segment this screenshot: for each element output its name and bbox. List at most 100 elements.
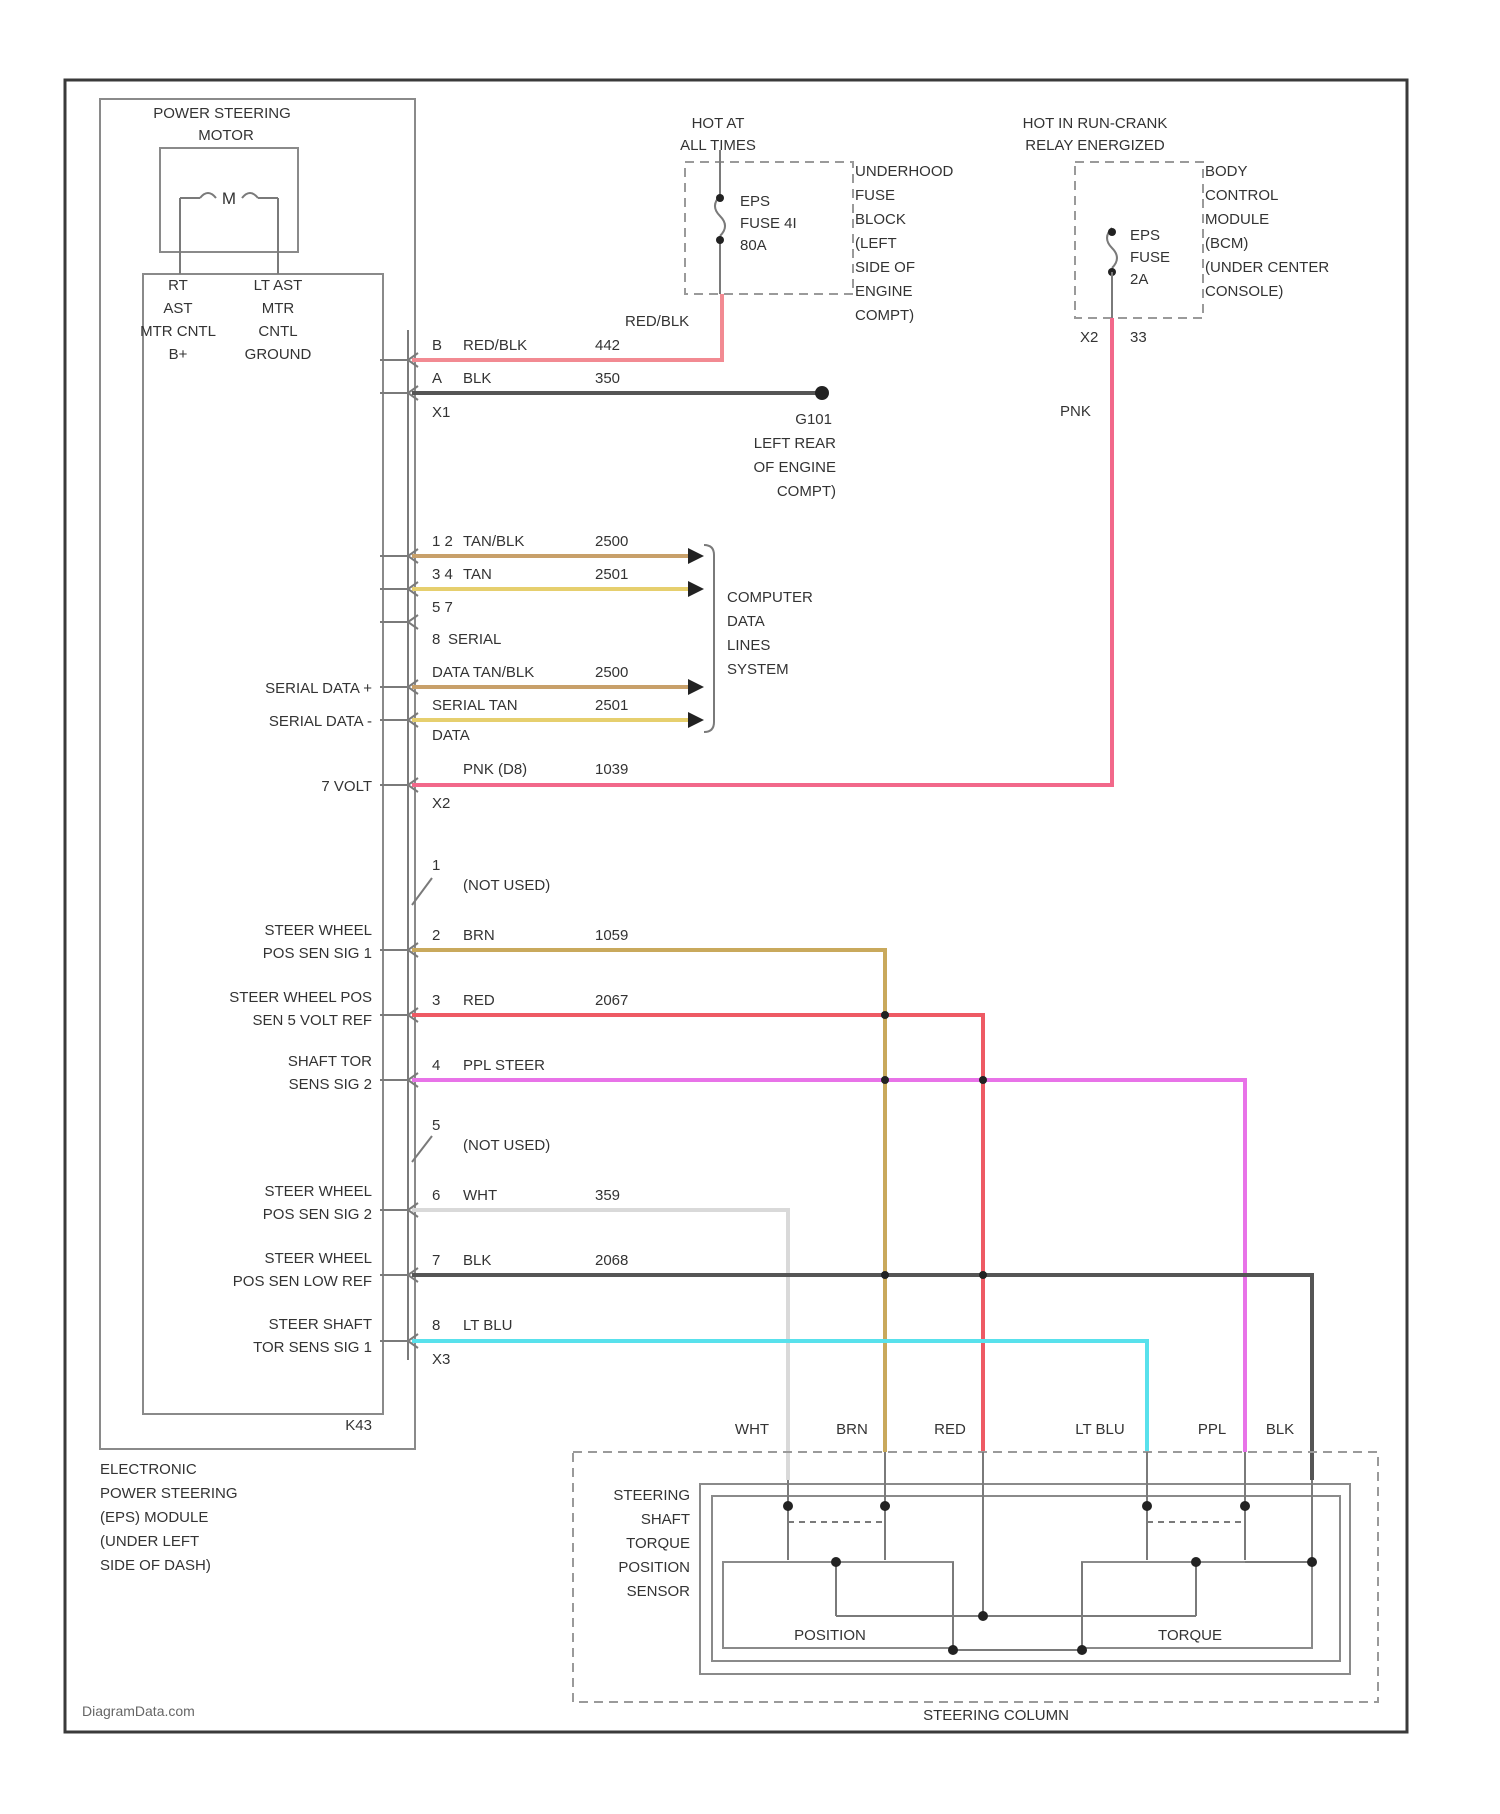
sensor-pin-5-color: (NOT USED) (463, 1137, 550, 1154)
fuse-left-location-line-6: ENGINE (855, 283, 913, 300)
module-caption-line-4: (UNDER LEFT (100, 1533, 199, 1550)
sensor-pin-3-color: RED (463, 992, 495, 1009)
rt-label-line-4: B+ (169, 346, 188, 363)
pin-a-circuit: 350 (595, 370, 620, 387)
fuse-left-location-line-4: (LEFT (855, 235, 897, 252)
sensor-pin-6-circuit: 359 (595, 1187, 620, 1204)
data-pin-5-color: DATA TAN/BLK (432, 664, 534, 681)
fuse-right-pin-x2: X2 (1080, 329, 1098, 346)
module-caption-line-2: POWER STEERING (100, 1485, 238, 1502)
sensor-label-line-1: STEERING (613, 1487, 690, 1504)
fuse-right-location-line-6: CONSOLE) (1205, 283, 1283, 300)
connector-x1-label: X1 (432, 404, 450, 421)
sensor-pin-6-pin: 6 (432, 1187, 440, 1204)
sensor-pin-6-left-1: STEER WHEEL (264, 1183, 372, 1200)
sensor-pin-8-color: LT BLU (463, 1317, 512, 1334)
sensor-pin-4-pin: 4 (432, 1057, 440, 1074)
fuse-right-group: HOT IN RUN-CRANK RELAY ENERGIZED EPS FUS… (1023, 115, 1330, 420)
volt-circuit: 1039 (595, 761, 628, 778)
fuse-right-location-line-1: BODY (1205, 163, 1248, 180)
sensor-label-line-3: TORQUE (626, 1535, 690, 1552)
bottom-wire-red: RED (934, 1421, 966, 1438)
steering-column-box (573, 1452, 1378, 1702)
motor-title-line-1: POWER STEERING (153, 105, 291, 122)
ground-location-line-2: OF ENGINE (753, 459, 836, 476)
data-pin-2-circuit: 2501 (595, 566, 628, 583)
rt-label-line-2: AST (163, 300, 192, 317)
data-arrow-4-icon (688, 712, 704, 728)
fuse-right-location-line-3: MODULE (1205, 211, 1269, 228)
fuse-right-hot-line-2: RELAY ENERGIZED (1025, 137, 1165, 154)
bottom-wire-wht: WHT (735, 1421, 769, 1438)
data-lines-label-line-1: COMPUTER (727, 589, 813, 606)
fuse-left-location-line-7: COMPT) (855, 307, 914, 324)
sensor-pin-2-left-1: STEER WHEEL (264, 922, 372, 939)
sensor-pin-2-pin: 2 (432, 927, 440, 944)
sensor-pin-7-pin: 7 (432, 1252, 440, 1269)
lt-label-line-3: CNTL (258, 323, 297, 340)
data-lines-label-line-3: LINES (727, 637, 770, 654)
fuse-left-hot-line-1: HOT AT (692, 115, 745, 132)
rt-label-line-1: RT (168, 277, 188, 294)
fuse-left-hot-line-2: ALL TIMES (680, 137, 756, 154)
fuse-right-wire-color: PNK (1060, 403, 1091, 420)
fuse-left-location-line-2: FUSE (855, 187, 895, 204)
volt-color: PNK (D8) (463, 761, 527, 778)
bottom-wire-brn: BRN (836, 1421, 868, 1438)
bottom-wire-ppl: PPL (1198, 1421, 1226, 1438)
sensor-pin-7-circuit: 2068 (595, 1252, 628, 1269)
data-pin-1-color: TAN/BLK (463, 533, 524, 550)
fuse-right-location-line-4: (BCM) (1205, 235, 1248, 252)
connector-pin-markers (380, 353, 418, 1348)
sensor-outer-box (700, 1484, 1350, 1674)
sensor-pin-3-left-2: SEN 5 VOLT REF (253, 1012, 372, 1029)
sensor-pin-8-left-2: TOR SENS SIG 1 (253, 1339, 372, 1356)
sensor-pin-2-circuit: 1059 (595, 927, 628, 944)
data-bracket (704, 545, 714, 732)
fuse-right-pin-33: 33 (1130, 329, 1147, 346)
data-pin-2-pin: 3 4 (432, 566, 453, 583)
fuse-right-label-line-1: EPS (1130, 227, 1160, 244)
data-pin-1-pin: 1 2 (432, 533, 453, 550)
module-caption-line-1: ELECTRONIC (100, 1461, 197, 1478)
fuse-right-hot-line-1: HOT IN RUN-CRANK (1023, 115, 1168, 132)
ground-g101-icon (815, 386, 829, 400)
sensor-label-line-4: POSITION (618, 1559, 690, 1576)
sensor-pin-4-left-2: SENS SIG 2 (289, 1076, 372, 1093)
rt-label-line-3: MTR CNTL (140, 323, 216, 340)
data-pin-1-circuit: 2500 (595, 533, 628, 550)
eps-module-inner-box (143, 274, 383, 1414)
data-pin-4-color: SERIAL (448, 631, 501, 648)
watermark: DiagramData.com (82, 1703, 195, 1719)
wire-lt-blu (412, 1341, 1147, 1452)
position-label: POSITION (794, 1627, 866, 1644)
data-pin-7-color: DATA (432, 727, 470, 744)
sensor-pin-2-color: BRN (463, 927, 495, 944)
wire-wht-359 (412, 1210, 788, 1480)
sensor-pin-8-pin: 8 (432, 1317, 440, 1334)
fuse-right-label-line-3: 2A (1130, 271, 1148, 288)
module-caption-line-5: SIDE OF DASH) (100, 1557, 211, 1574)
fuse-left-location-line-5: SIDE OF (855, 259, 915, 276)
fuse-left-wire-color: RED/BLK (625, 313, 689, 330)
sensor-pin-4-color: PPL STEER (463, 1057, 545, 1074)
motor-symbol-label: M (222, 189, 236, 208)
bottom-wire-lt-blu: LT BLU (1075, 1421, 1124, 1438)
fuse-left-label-line-1: EPS (740, 193, 770, 210)
data-pin-6-color: SERIAL TAN (432, 697, 518, 714)
connector-x3-label: X3 (432, 1351, 450, 1368)
lt-label-line-1: LT AST (254, 277, 303, 294)
sensor-label-line-5: SENSOR (627, 1583, 691, 1600)
ground-location-line-1: LEFT REAR (754, 435, 836, 452)
fuse-right-location-line-5: (UNDER CENTER (1205, 259, 1329, 276)
data-pin-3-pin: 5 7 (432, 599, 453, 616)
connector-x2-label: X2 (432, 795, 450, 812)
sensor-pin-8-left-1: STEER SHAFT (269, 1316, 372, 1333)
pin-a-label: A (432, 370, 442, 387)
ground-location-line-3: COMPT) (777, 483, 836, 500)
lt-label-line-4: GROUND (245, 346, 312, 363)
data-pin-5-circuit: 2500 (595, 664, 628, 681)
bottom-wire-blk: BLK (1266, 1421, 1294, 1438)
sensor-pin-7-left-1: STEER WHEEL (264, 1250, 372, 1267)
data-pin-2-color: TAN (463, 566, 492, 583)
